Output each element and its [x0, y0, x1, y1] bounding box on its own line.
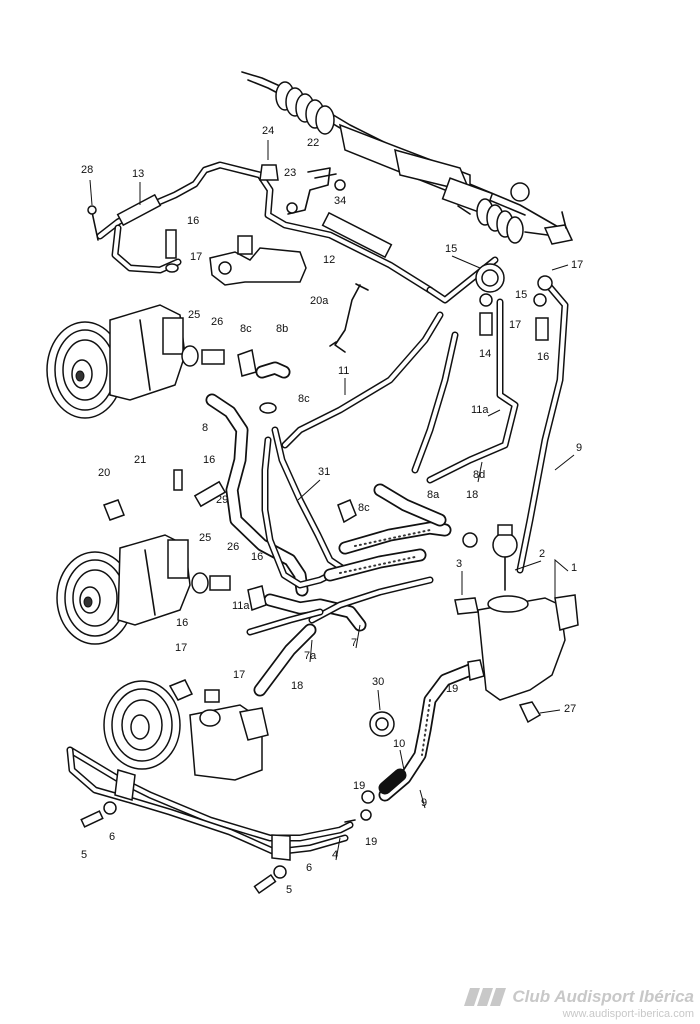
- brand-logo: Club Audisport Ibérica: [464, 987, 694, 1007]
- footer-watermark: Club Audisport Ibérica www.audisport-ibe…: [464, 987, 694, 1020]
- callout-labels: 28 13 24 22 23 34 16 17 12 15 17 15 17 1…: [81, 125, 583, 896]
- bracket-22: [259, 164, 346, 215]
- callout-11: 11: [338, 365, 349, 377]
- suction-hose-8: [205, 361, 309, 597]
- callout-16: 16: [251, 551, 263, 563]
- callout-11a: 11a: [471, 404, 489, 416]
- callout-23: 23: [284, 167, 296, 179]
- bracket-20a: [329, 283, 369, 353]
- callout-11a: 11a: [232, 600, 250, 612]
- callout-8: 8: [202, 422, 208, 434]
- callout-17: 17: [509, 319, 521, 331]
- callout-18: 18: [291, 680, 303, 692]
- pipe-31: [261, 426, 357, 589]
- callout-19: 19: [353, 780, 365, 792]
- callout-16: 16: [203, 454, 215, 466]
- callout-17: 17: [190, 251, 202, 263]
- callout-21: 21: [134, 454, 146, 466]
- pressure-lines-right: [281, 263, 569, 574]
- callout-19: 19: [365, 836, 377, 848]
- callout-16: 16: [176, 617, 188, 629]
- callout-17: 17: [233, 669, 245, 681]
- callout-15: 15: [445, 243, 457, 255]
- callout-8a: 8a: [427, 489, 440, 501]
- callout-20a: 20a: [310, 295, 329, 307]
- leader-lines: [89, 140, 575, 861]
- callout-6: 6: [306, 862, 312, 874]
- callout-3: 3: [456, 558, 462, 570]
- callout-4: 4: [332, 849, 338, 861]
- hoses-10-9: [360, 659, 485, 821]
- callout-34: 34: [334, 195, 346, 207]
- callout-8b: 8b: [276, 323, 288, 335]
- pump-upper: [46, 229, 257, 419]
- callout-27: 27: [564, 703, 576, 715]
- callout-17: 17: [175, 642, 187, 654]
- callout-1: 1: [571, 562, 577, 574]
- callout-25: 25: [199, 532, 211, 544]
- rack-boot-right: [476, 198, 524, 244]
- callout-6: 6: [109, 831, 115, 843]
- callout-20: 20: [98, 467, 110, 479]
- callout-22: 22: [307, 137, 319, 149]
- callout-26: 26: [211, 316, 223, 328]
- callout-5: 5: [81, 849, 87, 861]
- banjo-fitting-upper: [209, 235, 307, 286]
- callout-29: 29: [216, 494, 228, 506]
- callout-8c: 8c: [298, 393, 310, 405]
- hoses-8a: [323, 483, 452, 582]
- callout-16: 16: [537, 351, 549, 363]
- callout-25: 25: [188, 309, 200, 321]
- callout-15: 15: [515, 289, 527, 301]
- callout-13: 13: [132, 168, 144, 180]
- callout-8c: 8c: [240, 323, 252, 335]
- callout-28: 28: [81, 164, 93, 176]
- callout-19: 19: [446, 683, 458, 695]
- pump-middle: [56, 469, 267, 645]
- brand-url: www.audisport-iberica.com: [562, 1008, 694, 1020]
- callout-26: 26: [227, 541, 239, 553]
- callout-7: 7: [351, 637, 357, 649]
- callout-5: 5: [286, 884, 292, 896]
- callout-17: 17: [571, 259, 583, 271]
- steering-rack: [241, 71, 574, 245]
- callout-14: 14: [479, 348, 491, 360]
- callout-2: 2: [539, 548, 545, 560]
- brand-name: Club Audisport Ibérica: [512, 987, 694, 1006]
- lines-4: [66, 746, 356, 895]
- callout-24: 24: [262, 125, 274, 137]
- callout-12: 12: [323, 254, 335, 266]
- callout-10: 10: [393, 738, 405, 750]
- callout-30: 30: [372, 676, 384, 688]
- hoses-7: [246, 576, 434, 697]
- callout-18: 18: [466, 489, 478, 501]
- rack-boot-left: [275, 81, 335, 135]
- callout-8c: 8c: [358, 502, 370, 514]
- callout-31: 31: [318, 466, 330, 478]
- pump-lower: [103, 679, 269, 781]
- reservoir: [454, 524, 579, 724]
- brand-stripes-icon: [464, 988, 507, 1006]
- callout-16: 16: [187, 215, 199, 227]
- callout-9: 9: [576, 442, 582, 454]
